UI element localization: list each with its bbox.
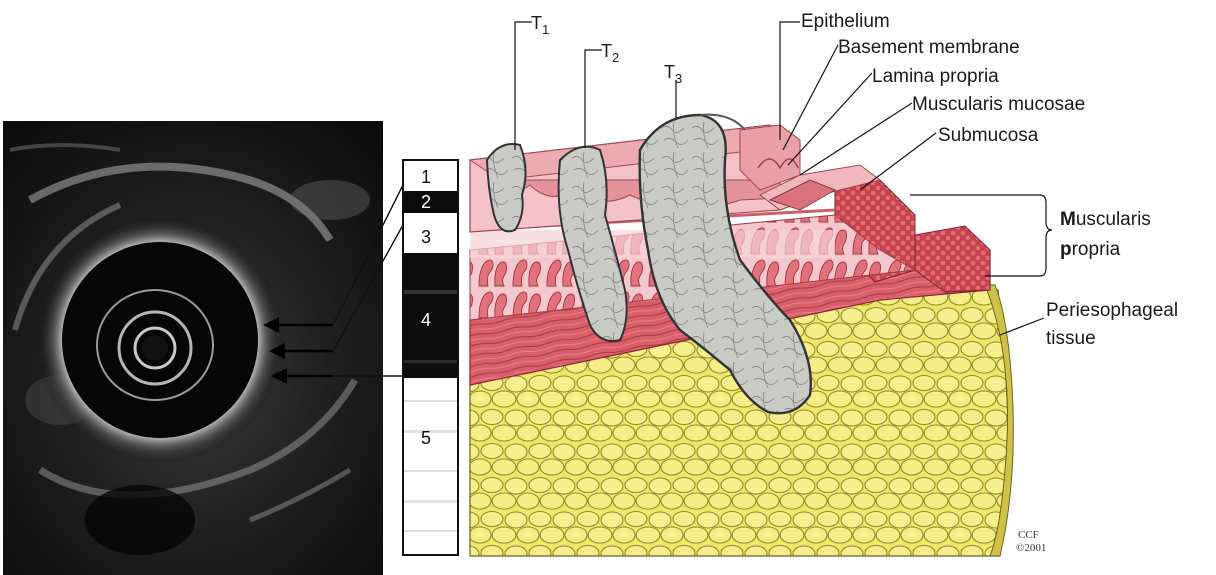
label-muscularis-propria-line1: Muscularis [1060,209,1151,230]
ultrasound-band-strip: 1 2 3 4 5 [403,160,458,555]
t3-label: T3 [664,62,682,86]
label-submucosa: Submucosa [938,125,1039,146]
band-label-2: 2 [421,192,431,212]
t1-label: T1 [531,13,549,37]
label-epithelium: Epithelium [801,11,890,32]
label-muscularis-propria-line2: propria [1060,239,1121,260]
label-periesophageal-line2: tissue [1046,328,1096,349]
credit-line1: CCF [1018,529,1039,541]
band-label-5: 5 [421,428,431,448]
label-basement-membrane: Basement membrane [838,37,1020,58]
copyright-credit: CCF ©2001 [1016,529,1046,554]
endoscopic-ultrasound-image [3,121,383,575]
band-label-3: 3 [421,227,431,247]
band-label-1: 1 [421,167,431,187]
t2-label: T2 [601,41,619,65]
label-lamina-propria: Lamina propria [872,66,999,87]
tumor-stage-labels: T1 T2 T3 [531,13,682,86]
label-periesophageal-line1: Periesophageal [1046,300,1178,321]
credit-line2: ©2001 [1016,542,1046,554]
band-label-4: 4 [421,310,431,330]
esophageal-wall-illustration [470,115,1013,556]
label-muscularis-mucosae: Muscularis mucosae [912,94,1085,115]
